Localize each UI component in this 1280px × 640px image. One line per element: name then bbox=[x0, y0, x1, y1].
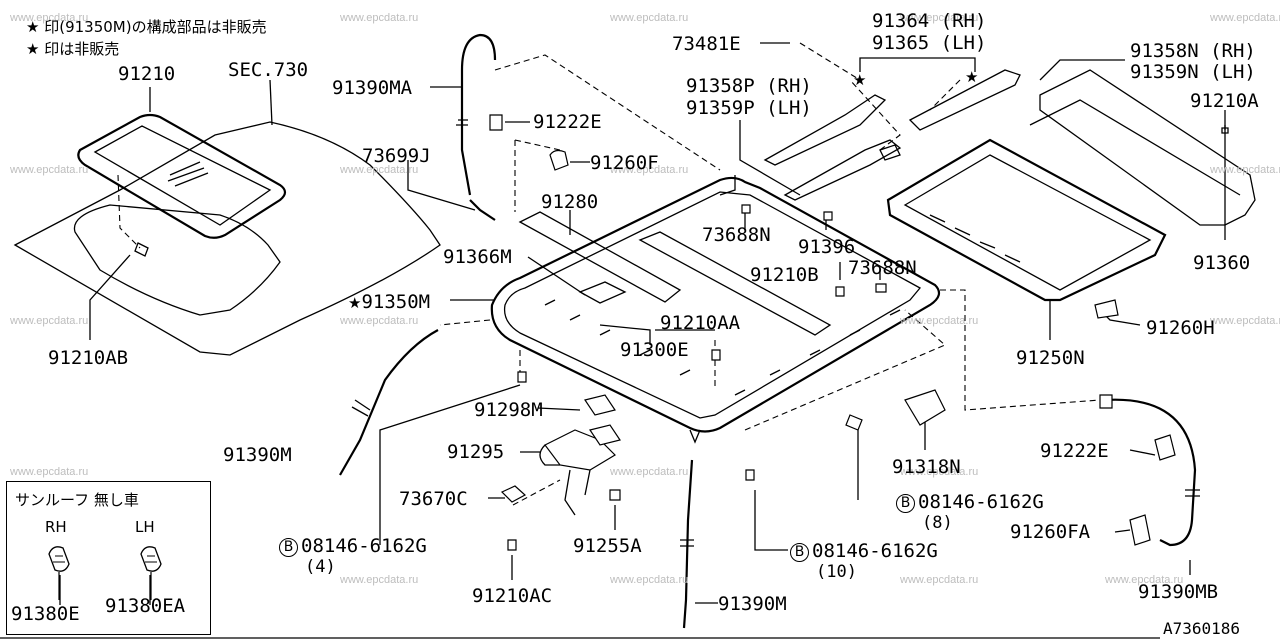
part-label: 91359P (LH) bbox=[686, 97, 812, 119]
star-mark: ★ bbox=[348, 294, 362, 312]
drain-hoses bbox=[339, 33, 1200, 629]
bolt-badge: B bbox=[279, 538, 298, 557]
part-label: 91390MA bbox=[332, 77, 413, 99]
part-label: 91358N (RH) bbox=[1130, 40, 1256, 62]
sunroof-frame bbox=[490, 175, 941, 444]
guide-rails bbox=[763, 69, 1021, 201]
inset-clips bbox=[48, 546, 162, 600]
roof-panel bbox=[13, 121, 441, 356]
part-label: 91359N (LH) bbox=[1130, 61, 1256, 83]
watermark: www.epcdata.ru bbox=[900, 574, 979, 586]
part-label: 91365 (LH) bbox=[872, 32, 987, 54]
part-label: 91380E bbox=[11, 603, 80, 625]
watermark: www.epcdata.ru bbox=[900, 12, 979, 24]
watermark: www.epcdata.ru bbox=[1210, 315, 1280, 327]
hose-route-lines bbox=[439, 42, 1101, 506]
part-label: 91255A bbox=[573, 535, 642, 557]
watermark: www.epcdata.ru bbox=[610, 466, 689, 478]
watermark: www.epcdata.ru bbox=[10, 315, 89, 327]
clips-bolts bbox=[489, 114, 1176, 551]
part-label: 91210 bbox=[118, 63, 176, 85]
watermark: www.epcdata.ru bbox=[900, 466, 979, 478]
watermark: www.epcdata.ru bbox=[340, 164, 419, 176]
part-label: 91390M bbox=[718, 593, 787, 615]
part-label: 91358P (RH) bbox=[686, 75, 812, 97]
part-label: 91222E bbox=[533, 111, 602, 133]
watermark: www.epcdata.ru bbox=[1210, 12, 1280, 24]
leader-lines bbox=[59, 42, 1226, 605]
part-label: 91380EA bbox=[105, 595, 186, 617]
bolt-badge: B bbox=[790, 543, 809, 562]
bolt-code: 08146-6162G bbox=[301, 535, 427, 557]
motor-assembly bbox=[500, 394, 621, 516]
watermark: www.epcdata.ru bbox=[610, 164, 689, 176]
part-label: 73699J bbox=[362, 145, 431, 167]
part-label: 91260F bbox=[590, 152, 659, 174]
part-label-starred: ★91350M bbox=[348, 292, 430, 313]
inset-rh-label: RH bbox=[45, 518, 67, 536]
watermark: www.epcdata.ru bbox=[10, 12, 89, 24]
watermark: www.epcdata.ru bbox=[1105, 574, 1184, 586]
part-label: 91295 bbox=[447, 441, 505, 463]
part-label: SEC.730 bbox=[228, 59, 309, 81]
note-line-1: ★ 印(91350M)の構成部品は非販売 bbox=[26, 18, 267, 36]
part-label: 91210A bbox=[1190, 90, 1259, 112]
part-label: 73688N bbox=[702, 224, 771, 246]
diagram-code: A7360186 bbox=[1163, 619, 1241, 638]
part-label: 91390MB bbox=[1138, 581, 1219, 603]
sunshade bbox=[886, 138, 1167, 302]
inset-title: サンルーフ 無し車 bbox=[15, 491, 139, 509]
part-label: 91318N bbox=[892, 456, 961, 478]
bolt-qty: (10) bbox=[816, 562, 857, 582]
part-label: 91210AA bbox=[660, 312, 741, 334]
watermark: www.epcdata.ru bbox=[610, 12, 689, 24]
watermark: www.epcdata.ru bbox=[10, 164, 89, 176]
inset-lh-label: LH bbox=[135, 518, 155, 536]
part-label: 73481E bbox=[672, 33, 741, 55]
bolt-code: 08146-6162G bbox=[918, 491, 1044, 513]
bolt-qty: (4) bbox=[305, 557, 336, 577]
watermark: www.epcdata.ru bbox=[610, 574, 689, 586]
part-label: 91390M bbox=[223, 444, 292, 466]
part-label: 91280 bbox=[541, 191, 599, 213]
part-label: 91260H bbox=[1146, 317, 1215, 339]
part-label: 91210AB bbox=[48, 347, 129, 369]
bolt-code: 08146-6162G bbox=[812, 540, 938, 562]
part-label: 91364 (RH) bbox=[872, 10, 987, 32]
inset-no-sunroof: サンルーフ 無し車 RH LH 91380E 91380EA bbox=[6, 481, 211, 635]
glass-lid bbox=[77, 113, 287, 257]
part-label: 91360 bbox=[1193, 252, 1251, 274]
part-label: 91250N bbox=[1016, 347, 1085, 369]
part-label: 73670C bbox=[399, 488, 468, 510]
part-label: 91210AC bbox=[472, 585, 553, 607]
part-label: 91222E bbox=[1040, 440, 1109, 462]
part-label: 73688N bbox=[848, 257, 917, 279]
watermark: www.epcdata.ru bbox=[340, 574, 419, 586]
part-label: 91300E bbox=[620, 339, 689, 361]
part-label: 91210B bbox=[750, 264, 819, 286]
part-label: 91366M bbox=[443, 246, 512, 268]
star-mark: ★ bbox=[965, 68, 979, 86]
watermark: www.epcdata.ru bbox=[900, 315, 979, 327]
part-label: 91260FA bbox=[1010, 521, 1091, 543]
part-number: 91350M bbox=[361, 291, 431, 313]
watermark: www.epcdata.ru bbox=[340, 12, 419, 24]
note-line-2: ★ 印は非販売 bbox=[26, 40, 120, 58]
bolt-qty: (8) bbox=[922, 513, 953, 533]
star-mark: ★ bbox=[853, 71, 867, 89]
watermark: www.epcdata.ru bbox=[340, 315, 419, 327]
watermark: www.epcdata.ru bbox=[10, 466, 89, 478]
bolt-badge: B bbox=[896, 494, 915, 513]
watermark: www.epcdata.ru bbox=[1210, 164, 1280, 176]
deflector bbox=[1029, 69, 1256, 226]
part-label: 91298M bbox=[474, 399, 543, 421]
part-label: 91396 bbox=[798, 236, 856, 258]
